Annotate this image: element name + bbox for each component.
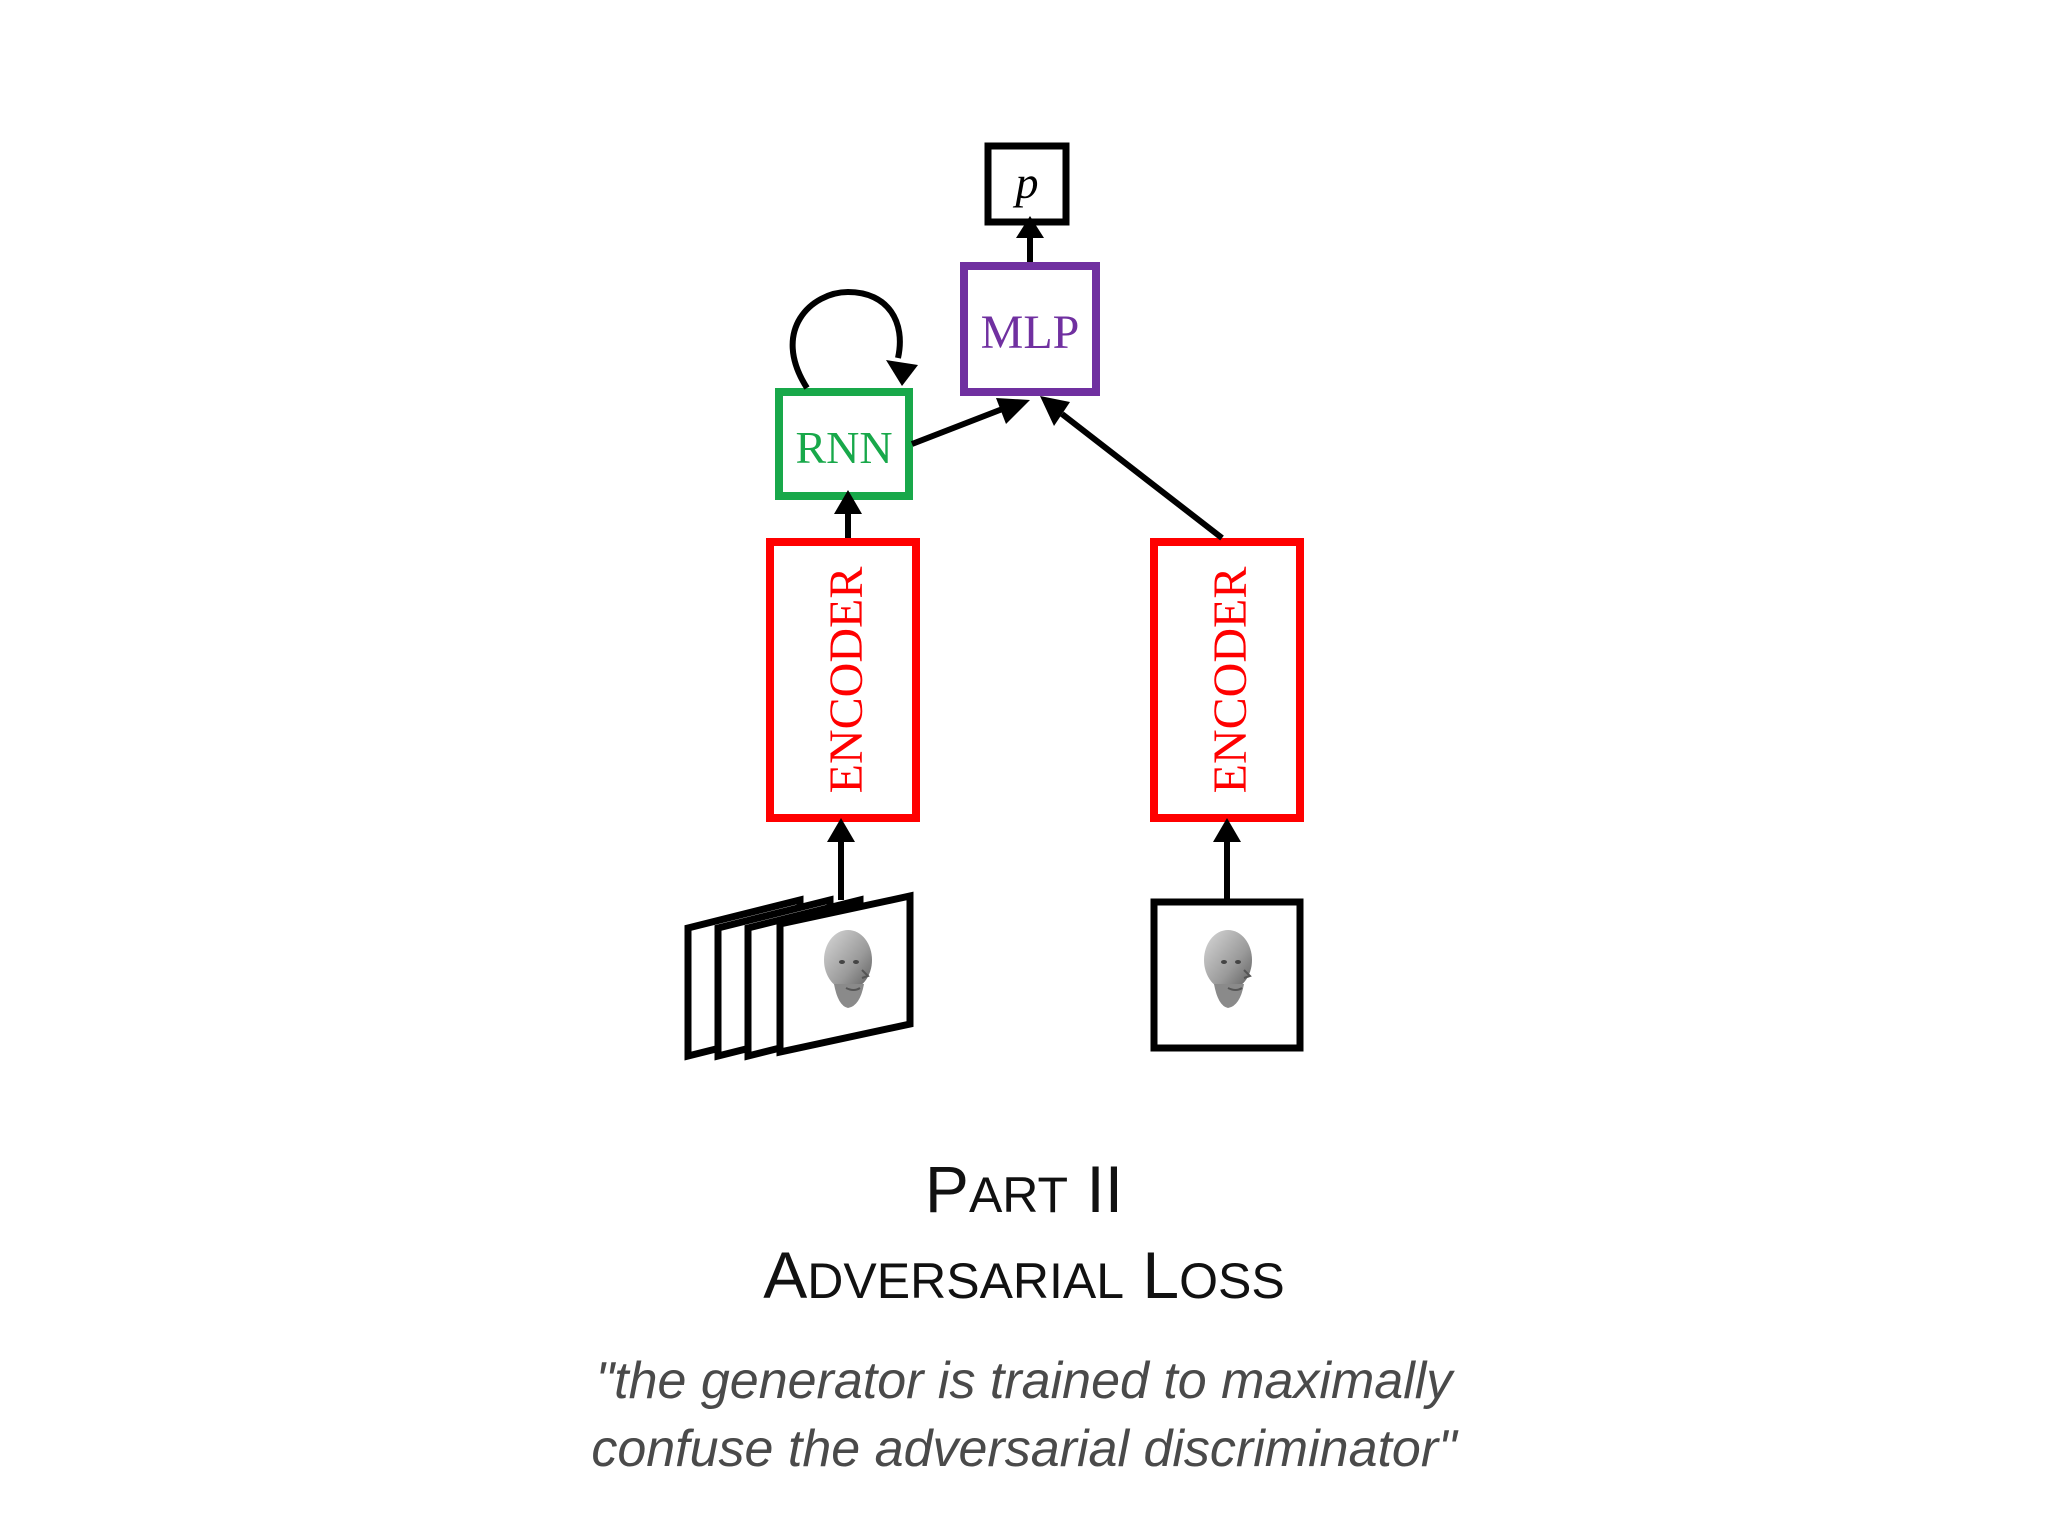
rnn-label: RNN <box>795 422 892 473</box>
encoder-right-node: ENCODER <box>1150 538 1304 822</box>
output-label: p <box>1013 157 1039 208</box>
arrow-encoder-right-to-mlp <box>1060 411 1224 541</box>
face-image <box>1204 930 1252 1008</box>
encoder-left-label: ENCODER <box>820 567 873 794</box>
arrowheads <box>827 216 1241 842</box>
quote-line1: "the generator is trained to maximally <box>596 1352 1456 1410</box>
encoder-left-node: ENCODER <box>766 538 920 822</box>
connections <box>838 236 1230 900</box>
rnn-node: RNN <box>775 388 913 500</box>
output-node: p <box>984 142 1070 226</box>
mlp-node: MLP <box>960 262 1100 396</box>
section-title-line2: ADVERSARIAL LOSS <box>763 1238 1284 1312</box>
rnn-recurrent-loop <box>789 288 918 390</box>
face-image <box>824 930 872 1008</box>
arrow-rnn-to-mlp <box>910 405 1007 447</box>
face-frame-stack-icon <box>684 891 914 1061</box>
quote-line2: confuse the adversarial discriminator" <box>591 1420 1459 1478</box>
mlp-label: MLP <box>981 306 1080 359</box>
section-title-line1: PART II <box>925 1152 1123 1226</box>
face-frame-icon <box>1150 898 1304 1052</box>
encoder-right-label: ENCODER <box>1204 567 1257 794</box>
